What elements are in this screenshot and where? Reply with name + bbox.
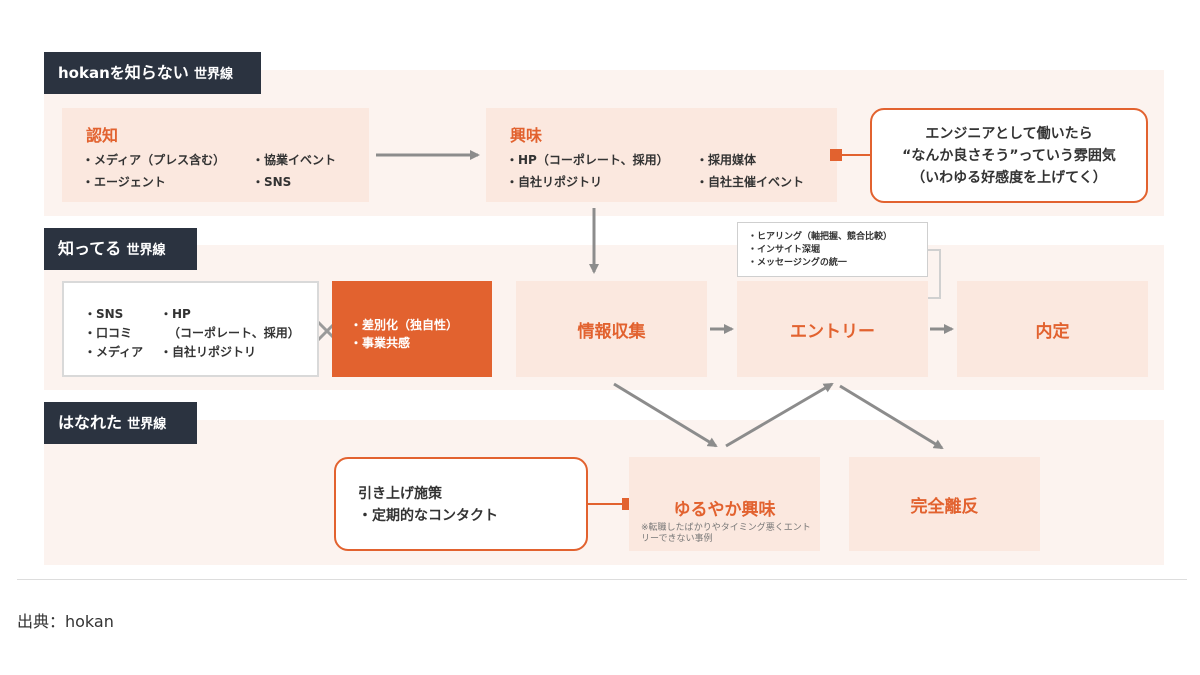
interest-title: 興味	[510, 126, 543, 145]
world3-label-main: はなれた	[58, 413, 123, 432]
interest-item-own-event: ・自社主催イベント	[696, 175, 805, 189]
world2-label-suffix: 世界線	[126, 243, 166, 258]
loose-interest-title: ゆるやか興味	[673, 500, 776, 520]
arrow-loose-to-entry	[725, 382, 834, 448]
callout-top: エンジニアとして働いたら “なんか良さそう”っていう雰囲気 （いわゆる好感度を上…	[870, 108, 1148, 203]
callout-bottom-line-2: ・定期的なコンタクト	[358, 508, 498, 524]
callout-top-line-2: “なんか良さそう”っていう雰囲気	[902, 147, 1116, 164]
entry-note-messaging: ・メッセージングの統一	[748, 258, 847, 268]
stage-entry: エントリー	[737, 281, 928, 377]
source-divider	[17, 579, 1187, 580]
channel-hp-detail: （コーポレート、採用）	[168, 326, 300, 340]
world2-label-main: 知ってる	[58, 239, 122, 258]
arrow-entry-to-departure	[839, 384, 944, 450]
world2-label: 知ってる 世界線	[44, 228, 197, 270]
awareness-item-media: ・メディア（プレス含む）	[82, 153, 226, 167]
stage-offer: 内定	[957, 281, 1148, 377]
world3-label: はなれた 世界線	[44, 402, 197, 444]
awareness-item-event: ・協業イベント	[252, 153, 337, 167]
differentiation-box: ・差別化（独自性） ・事業共感	[332, 281, 492, 377]
loose-interest-note: ※転職したばかりやタイミング悪くエントリーできない事例	[641, 523, 811, 544]
world1-label-prefix: hokanを	[58, 64, 125, 82]
channel-hp: ・HP	[160, 307, 191, 321]
channel-repo: ・自社リポジトリ	[160, 345, 257, 359]
arrow-info-to-loose	[613, 382, 718, 448]
callout-top-line-1: エンジニアとして働いたら	[925, 125, 1093, 142]
callout-top-text: エンジニアとして働いたら “なんか良さそう”っていう雰囲気 （いわゆる好感度を上…	[902, 123, 1116, 189]
entry-notes-connector	[928, 249, 941, 299]
differentiation-item-empathy: ・事業共感	[350, 336, 411, 350]
callout-bottom-connector	[588, 503, 628, 505]
channel-sns: ・SNS	[84, 307, 124, 321]
entry-note-insight: ・インサイト深堀	[748, 245, 821, 255]
world1-label: hokanを知らない 世界線	[44, 52, 261, 94]
entry-note-hearing: ・ヒアリング（軸把握、競合比較）	[748, 232, 893, 242]
awareness-title: 認知	[86, 126, 119, 145]
stage-info-gathering: 情報収集	[516, 281, 707, 377]
awareness-item-agent: ・エージェント	[82, 175, 166, 189]
entry-notes-box: ・ヒアリング（軸把握、競合比較） ・インサイト深堀 ・メッセージングの統一	[737, 222, 928, 277]
callout-top-line-3: （いわゆる好感度を上げてく）	[911, 169, 1107, 186]
world1-label-suffix: 世界線	[194, 67, 234, 82]
source-caption: 出典：hokan	[17, 612, 114, 631]
world1-label-main: 知らない	[124, 63, 189, 82]
awareness-item-sns: ・SNS	[252, 175, 292, 189]
interest-box: 興味 ・HP（コーポレート、採用） ・採用媒体 ・自社リポジトリ ・自社主催イベ…	[486, 108, 837, 202]
callout-bottom: 引き上げ施策 ・定期的なコンタクト	[334, 457, 588, 551]
callout-bottom-text: 引き上げ施策 ・定期的なコンタクト	[358, 483, 498, 527]
awareness-box: 認知 ・メディア（プレス含む） ・協業イベント ・エージェント ・SNS	[62, 108, 369, 202]
interest-item-hp: ・HP（コーポレート、採用）	[506, 153, 669, 167]
callout-top-square	[830, 149, 842, 161]
callout-bottom-line-1: 引き上げ施策	[358, 486, 442, 502]
complete-departure-box: 完全離反	[849, 457, 1040, 551]
callout-top-connector	[836, 154, 872, 156]
channel-media: ・メディア	[84, 345, 144, 359]
channels-box: ・SNS ・HP ・口コミ （コーポレート、採用） ・メディア ・自社リポジトリ	[62, 281, 319, 377]
world3-label-suffix: 世界線	[127, 417, 167, 432]
loose-interest-box: ゆるやか興味 ※転職したばかりやタイミング悪くエントリーできない事例	[629, 457, 820, 551]
differentiation-item-unique: ・差別化（独自性）	[350, 318, 459, 332]
interest-item-media: ・採用媒体	[696, 153, 757, 167]
channel-word-of-mouth: ・口コミ	[84, 326, 133, 340]
interest-item-repo: ・自社リポジトリ	[506, 175, 603, 189]
